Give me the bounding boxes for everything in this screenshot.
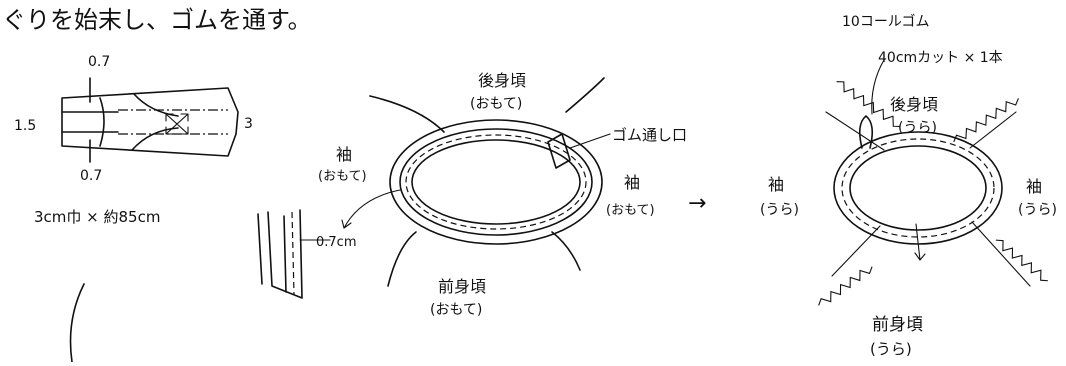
elastic-opening-leader <box>569 133 611 149</box>
strip-size-label: 3cm巾 × 約85cm <box>34 208 160 226</box>
dim-left-label: 1.5 <box>14 118 36 134</box>
back-body-label-inside: 後身頃 <box>890 95 938 114</box>
strip-fold-lines <box>61 111 119 133</box>
dim-right-label: 3 <box>244 116 253 132</box>
binding-detail-figure <box>257 209 303 299</box>
strip-fold-curve-a <box>99 97 105 147</box>
neckline-outer-inside <box>833 131 1003 245</box>
zigzag-edge-tr <box>953 98 1019 143</box>
neckline-inner <box>411 139 581 225</box>
front-curve-right <box>551 231 581 271</box>
zigzag-edge-bl <box>818 266 873 306</box>
front-body-sub-inside: (うら) <box>870 340 912 358</box>
back-body-sub-inside: (うら) <box>898 120 937 136</box>
elastic-cut-label: 40cmカット × 1本 <box>878 50 1003 66</box>
back-view-figure: 10コールゴム 40cmカット × 1本 後身頃 (うら) 袖 (うら) 袖 (… <box>760 13 1057 358</box>
sleeve-edge-curve <box>69 283 85 363</box>
strip-fold-curve-b <box>131 93 179 151</box>
back-body-label: 後身頃 <box>478 71 526 90</box>
seam-lines <box>825 111 1031 287</box>
front-curve-left <box>387 231 417 287</box>
bias-direction-arrows <box>165 113 189 135</box>
binding-detail-stitch <box>291 211 295 295</box>
neckline-outer <box>389 119 603 245</box>
left-sleeve-sub-inside: (うら) <box>760 202 799 218</box>
strip-outline <box>61 87 239 157</box>
neckline-binding <box>399 128 593 236</box>
elastic-opening-label: ゴム通し口 <box>612 126 687 144</box>
transition-arrow: → <box>688 191 706 216</box>
elastic-type-label: 10コールゴム <box>842 13 930 30</box>
back-curve-left <box>369 95 445 133</box>
front-body-sub: (おもて) <box>430 302 482 318</box>
zigzag-edge-tl <box>836 81 901 127</box>
instruction-text: ぐりを始末し、ゴムを通す。 <box>2 6 312 34</box>
right-sleeve-sub-inside: (うら) <box>1018 202 1057 218</box>
right-sleeve-label-inside: 袖 <box>1026 177 1042 196</box>
seam-margin-arrowhead <box>341 219 352 229</box>
seam-margin-label: 0.7cm <box>316 235 357 250</box>
front-body-label-inside: 前身頃 <box>872 315 923 335</box>
binding-detail-lines <box>257 209 303 299</box>
elastic-loop <box>858 115 874 149</box>
bias-strip-figure: 0.7 0.7 1.5 3 3cm巾 × 約85cm <box>14 54 253 226</box>
dim-bottom-label: 0.7 <box>80 168 102 184</box>
neckline-stitch <box>405 134 587 230</box>
back-body-sub: (おもて) <box>470 96 522 112</box>
zigzag-edge-br <box>995 239 1048 282</box>
neckline-stitch-inside <box>841 138 995 238</box>
seam-margin-leader <box>343 189 401 229</box>
back-curve-right <box>565 77 605 113</box>
right-sleeve-label: 袖 <box>624 173 640 192</box>
front-body-label: 前身頃 <box>438 277 486 296</box>
neckline-inner-inside <box>849 145 987 231</box>
front-direction-arrow <box>914 223 926 261</box>
left-sleeve-label: 袖 <box>336 145 352 164</box>
elastic-opening-mark <box>547 133 571 169</box>
left-sleeve-label-inside: 袖 <box>768 175 784 194</box>
elastic-leader <box>871 59 885 115</box>
right-sleeve-sub: (おもて) <box>606 203 655 218</box>
left-sleeve-sub: (おもて) <box>318 169 367 184</box>
front-view-figure: 後身頃 (おもて) 袖 (おもて) 袖 (おもて) 前身頃 (おもて) ゴム通し… <box>299 71 687 318</box>
dim-top-label: 0.7 <box>88 54 110 70</box>
